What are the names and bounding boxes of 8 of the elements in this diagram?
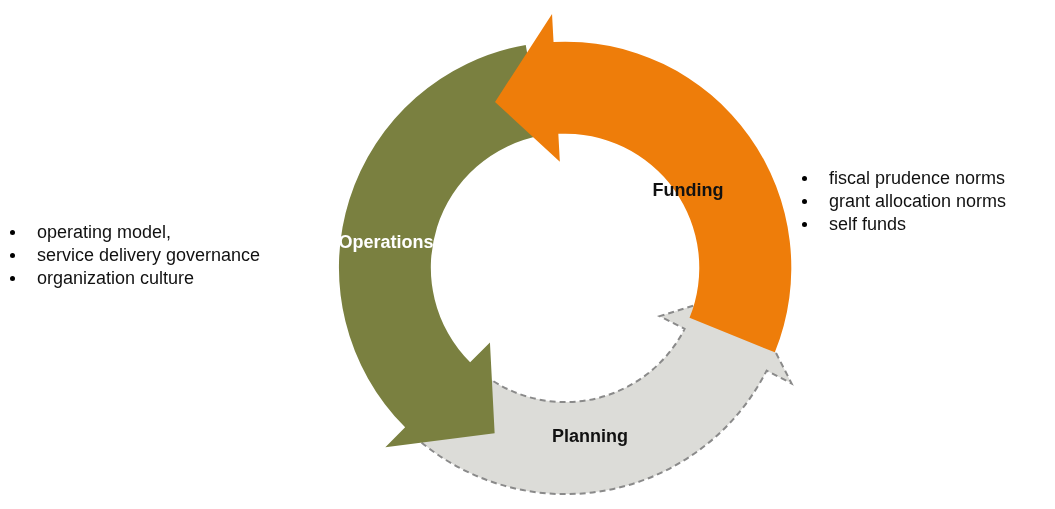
bullet-text: operating model, (37, 222, 172, 243)
bullet-text: service delivery governance (37, 245, 261, 266)
bullet-text: self funds (829, 214, 907, 235)
bullet-text: grant allocation norms (829, 191, 1007, 212)
bullet-text: fiscal prudence norms (829, 168, 1006, 189)
bullet-text: organization culture (37, 268, 195, 289)
arrow-label: Planning (552, 425, 628, 447)
arrow-label: Operations (338, 231, 434, 253)
